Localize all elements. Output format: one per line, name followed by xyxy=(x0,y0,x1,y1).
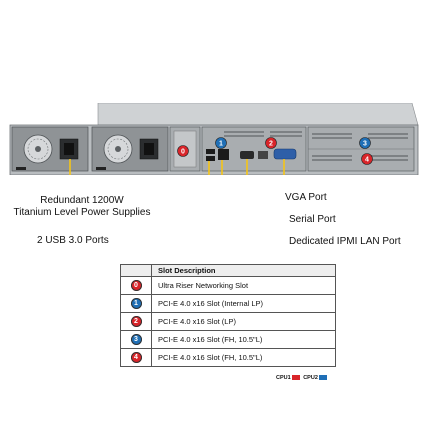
psu-callout-line1: Redundant 1200W xyxy=(40,195,124,206)
legend-cpu1-swatch xyxy=(291,375,300,381)
power-supply-1 xyxy=(11,126,89,172)
legend-cpu1-label: CPU1 xyxy=(276,375,291,381)
chassis-drawing: 1 2 3 0 4 xyxy=(9,103,419,175)
svg-text:0: 0 xyxy=(181,148,185,155)
chassis-slot-badge-0: 0 xyxy=(177,145,189,157)
slot-description: PCI-E 4.0 x16 Slot (LP) xyxy=(151,312,336,331)
psu-callout-label: Redundant 1200W Titanium Level Power Sup… xyxy=(2,195,162,219)
svg-text:3: 3 xyxy=(363,140,367,147)
svg-text:1: 1 xyxy=(219,140,223,147)
slot-badge-3: 3 xyxy=(130,334,142,345)
ipmi-callout-label: Dedicated IPMI LAN Port xyxy=(289,236,401,247)
slot-badge-0: 0 xyxy=(130,280,142,291)
usb-port-1 xyxy=(206,149,215,154)
slot-description-table: Slot Description 0 Ultra Riser Networkin… xyxy=(120,264,336,367)
slot-description: PCI-E 4.0 x16 Slot (FH, 10.5"L) xyxy=(151,330,336,349)
table-row: 1 PCI-E 4.0 x16 Slot (Internal LP) xyxy=(120,294,336,313)
psu-callout-line2: Titanium Level Power Supplies xyxy=(13,207,151,218)
usb-callout-label: 2 USB 3.0 Ports xyxy=(37,235,109,246)
slot-description: PCI-E 4.0 x16 Slot (Internal LP) xyxy=(151,294,336,313)
serial-port xyxy=(240,151,254,159)
ipmi-lan-port xyxy=(218,149,229,160)
cpu-legend: CPU1 CPU2 xyxy=(276,375,329,381)
legend-cpu2-label: CPU2 xyxy=(303,375,318,381)
chassis-slot-badge-4: 4 xyxy=(361,153,373,165)
slot-badge-2: 2 xyxy=(130,316,142,327)
table-row: 3 PCI-E 4.0 x16 Slot (FH, 10.5"L) xyxy=(120,330,336,349)
vga-port xyxy=(273,148,297,160)
power-supply-2 xyxy=(91,126,169,172)
expansion-slots-fh xyxy=(307,126,415,172)
slot-badge-4: 4 xyxy=(130,352,142,363)
table-header-row: Slot Description xyxy=(120,264,336,277)
slot-description: PCI-E 4.0 x16 Slot (FH, 10.5"L) xyxy=(151,348,336,367)
chassis-slot-badge-1: 1 xyxy=(215,137,227,149)
svg-text:2: 2 xyxy=(269,140,273,147)
svg-text:4: 4 xyxy=(365,156,369,163)
table-row: 4 PCI-E 4.0 x16 Slot (FH, 10.5"L) xyxy=(120,348,336,367)
chassis-slot-badge-2: 2 xyxy=(265,137,277,149)
callout-lines xyxy=(69,159,285,175)
vga-callout-label: VGA Port xyxy=(285,192,327,203)
table-row: 2 PCI-E 4.0 x16 Slot (LP) xyxy=(120,312,336,331)
slot-badge-1: 1 xyxy=(130,298,142,309)
table-row: 0 Ultra Riser Networking Slot xyxy=(120,276,336,295)
serial-callout-label: Serial Port xyxy=(289,214,336,225)
table-header-blank xyxy=(120,264,152,277)
io-panel xyxy=(169,126,307,172)
chassis-slot-badge-3: 3 xyxy=(359,137,371,149)
usb-port-2 xyxy=(206,156,215,161)
legend-cpu2-swatch xyxy=(318,375,327,381)
slot-description: Ultra Riser Networking Slot xyxy=(151,276,336,295)
server-rear-chassis: 1 2 3 0 4 xyxy=(8,103,420,175)
table-header-slot-description: Slot Description xyxy=(151,264,336,277)
